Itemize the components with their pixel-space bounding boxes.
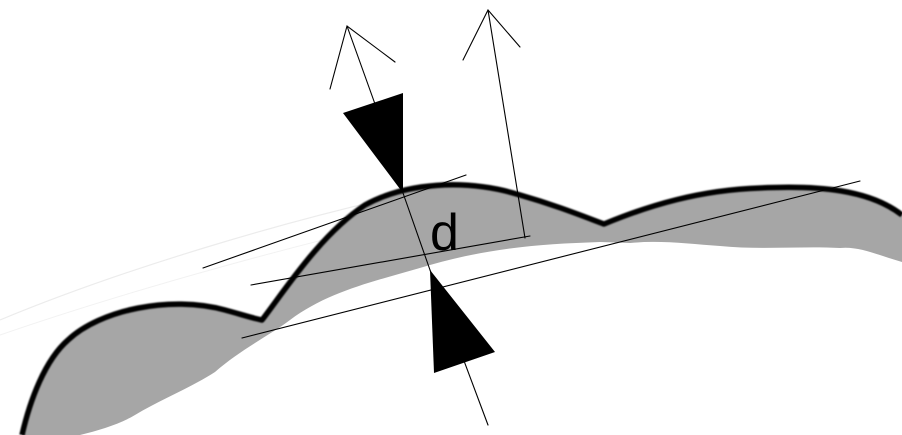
right-normal-shaft	[487, 9, 526, 239]
left-normal-shaft	[346, 25, 376, 105]
tangent-line-bottom	[241, 180, 861, 339]
thickness-segment	[402, 192, 431, 271]
upper-measurement-arrowhead-icon	[343, 93, 403, 193]
top-surface-outline	[19, 182, 902, 435]
lower-measurement-arrowhead-icon	[430, 270, 495, 373]
tangent-line-middle	[250, 235, 531, 286]
thickness-label: d	[430, 204, 459, 262]
tangent-line-top	[202, 174, 467, 269]
left-normal-arrowhead-icon	[329, 25, 396, 90]
gray-layer	[22, 184, 902, 435]
right-normal-arrowhead-icon	[462, 9, 521, 61]
